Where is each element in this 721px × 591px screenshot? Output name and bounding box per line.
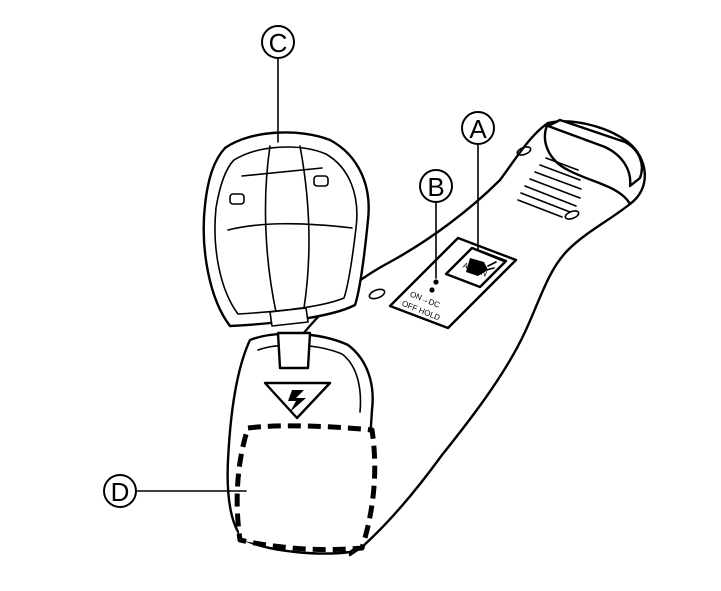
callout-letter-d: D [111,477,130,507]
device-handle: AC ON ON→DC OFF HOLD [296,118,646,557]
battery-lid [202,131,370,328]
callout-d: D [103,474,247,508]
indicator-light [429,287,435,293]
vent-slots [517,157,582,218]
callout-letter-b: B [427,172,444,202]
callout-letter-c: C [269,28,288,58]
callout-c: C [261,25,295,143]
switch-panel: AC ON ON→DC OFF HOLD [388,236,518,330]
label-area [234,423,378,553]
lightning-triangle-icon [263,381,332,420]
callout-b: B [419,169,453,279]
callout-letter-a: A [469,114,487,144]
indicator-light [433,279,439,285]
callout-a: A [461,111,495,251]
plug-icon [466,258,497,276]
lower-housing [226,331,378,555]
